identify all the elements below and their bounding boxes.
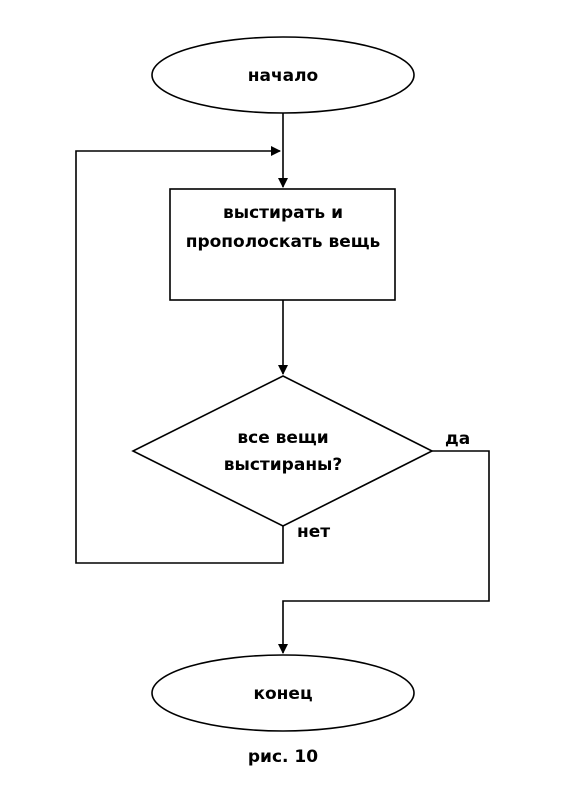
decision-node-label-line1: все вещи: [237, 428, 328, 448]
process-node-label-line2: прополоскать вещь: [186, 232, 381, 252]
end-node-label: конец: [253, 684, 312, 704]
start-node-label: начало: [248, 66, 319, 86]
edge-yes-to-end: [278, 450, 490, 654]
figure-caption: рис. 10: [248, 747, 318, 767]
edge-no-loop: [75, 146, 284, 564]
decision-node: [131, 375, 434, 527]
process-node-label-line1: выстирать и: [223, 203, 343, 223]
edge-no-label: нет: [297, 522, 330, 542]
process-node: [169, 188, 396, 301]
end-node: [151, 654, 415, 732]
edge-yes-label: да: [445, 429, 470, 449]
decision-node-label-line2: выстираны?: [224, 455, 343, 475]
